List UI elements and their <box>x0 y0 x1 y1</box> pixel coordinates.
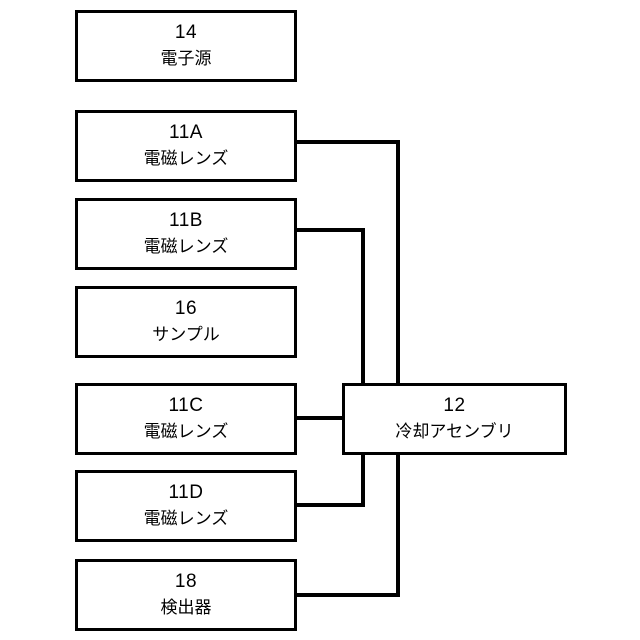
node-electron-source[interactable]: 14 電子源 <box>75 10 297 82</box>
node-label: 冷却アセンブリ <box>395 421 514 441</box>
connector-lens-a-to-cooling <box>295 140 400 385</box>
node-label: サンプル <box>152 324 220 344</box>
node-cooling-assembly[interactable]: 12 冷却アセンブリ <box>342 383 567 455</box>
node-reference-number: 16 <box>174 298 198 320</box>
connector-detector-to-cooling <box>295 453 400 597</box>
node-label: 電磁レンズ <box>143 148 229 168</box>
node-reference-number: 11B <box>169 210 203 232</box>
node-electromagnetic-lens-a[interactable]: 11A 電磁レンズ <box>75 110 297 182</box>
node-reference-number: 11A <box>169 122 203 144</box>
node-reference-number: 11D <box>168 482 204 504</box>
node-label: 電磁レンズ <box>143 421 229 441</box>
node-electromagnetic-lens-c[interactable]: 11C 電磁レンズ <box>75 383 297 455</box>
node-label: 電磁レンズ <box>143 236 229 256</box>
node-detector[interactable]: 18 検出器 <box>75 559 297 631</box>
node-electromagnetic-lens-b[interactable]: 11B 電磁レンズ <box>75 198 297 270</box>
node-reference-number: 12 <box>443 395 466 417</box>
connector-lens-d-to-cooling <box>295 453 365 507</box>
node-reference-number: 11C <box>168 395 204 417</box>
node-sample[interactable]: 16 サンプル <box>75 286 297 358</box>
node-label: 検出器 <box>160 597 212 617</box>
node-label: 電磁レンズ <box>143 508 229 528</box>
node-reference-number: 18 <box>174 571 198 593</box>
node-label: 電子源 <box>160 48 212 68</box>
node-reference-number: 14 <box>174 22 198 44</box>
node-electromagnetic-lens-d[interactable]: 11D 電磁レンズ <box>75 470 297 542</box>
connector-lens-b-to-cooling <box>295 228 365 385</box>
